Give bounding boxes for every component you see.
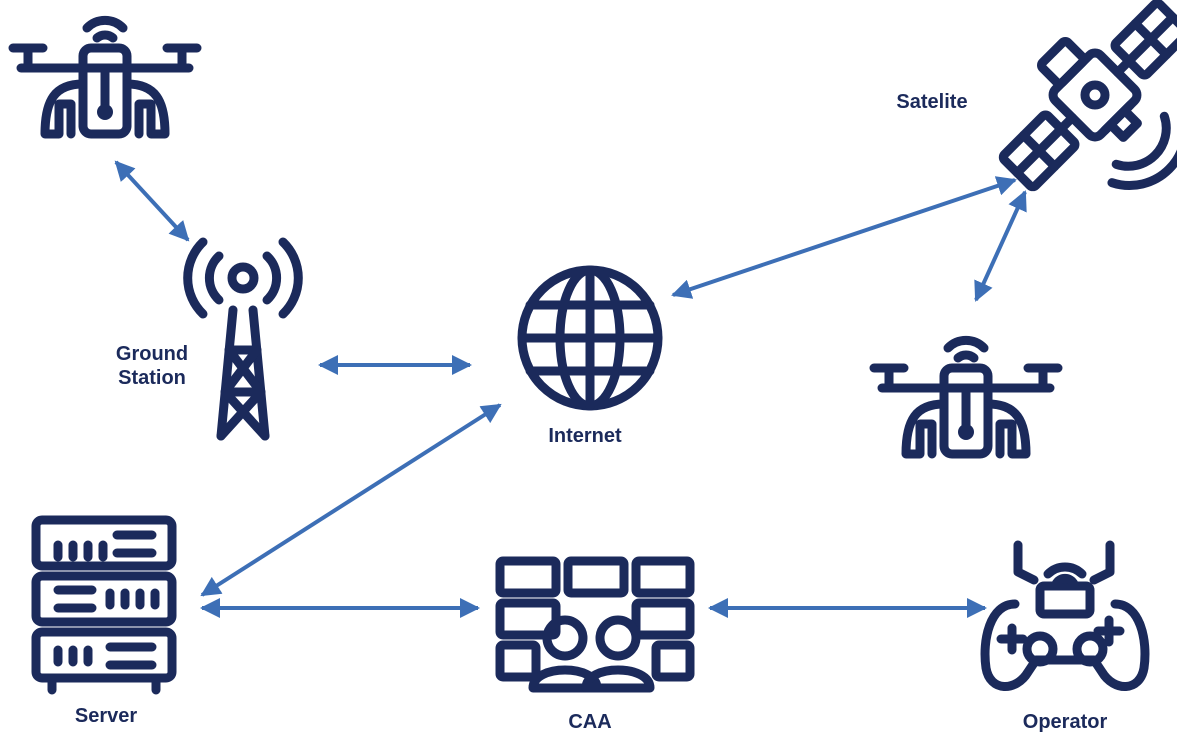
drone-icon [869, 335, 1063, 459]
server-rack-icon [31, 515, 177, 695]
server-label: Server [74, 705, 138, 727]
globe-icon [517, 265, 663, 411]
ground-station-label-line1: Ground [115, 343, 189, 365]
arrow-drone-groundstation [114, 160, 190, 242]
video-wall-users-icon [495, 556, 695, 693]
game-controller-icon [980, 540, 1150, 691]
ground-station-label-line2: Station [118, 367, 186, 389]
arrow-satellite-drone [974, 190, 1027, 302]
arrow-server-internet [200, 403, 502, 597]
arrow-internet-satellite [671, 176, 1017, 299]
internet-label: Internet [548, 425, 622, 447]
caa-label: CAA [568, 711, 612, 733]
antenna-tower-icon [183, 237, 303, 441]
operator-label: Operator [1022, 711, 1108, 733]
satellite-label: Satelite [896, 91, 968, 113]
ground-station-label: Ground Station [100, 342, 204, 390]
drone-icon [8, 15, 202, 139]
satellite-icon [998, 0, 1177, 192]
